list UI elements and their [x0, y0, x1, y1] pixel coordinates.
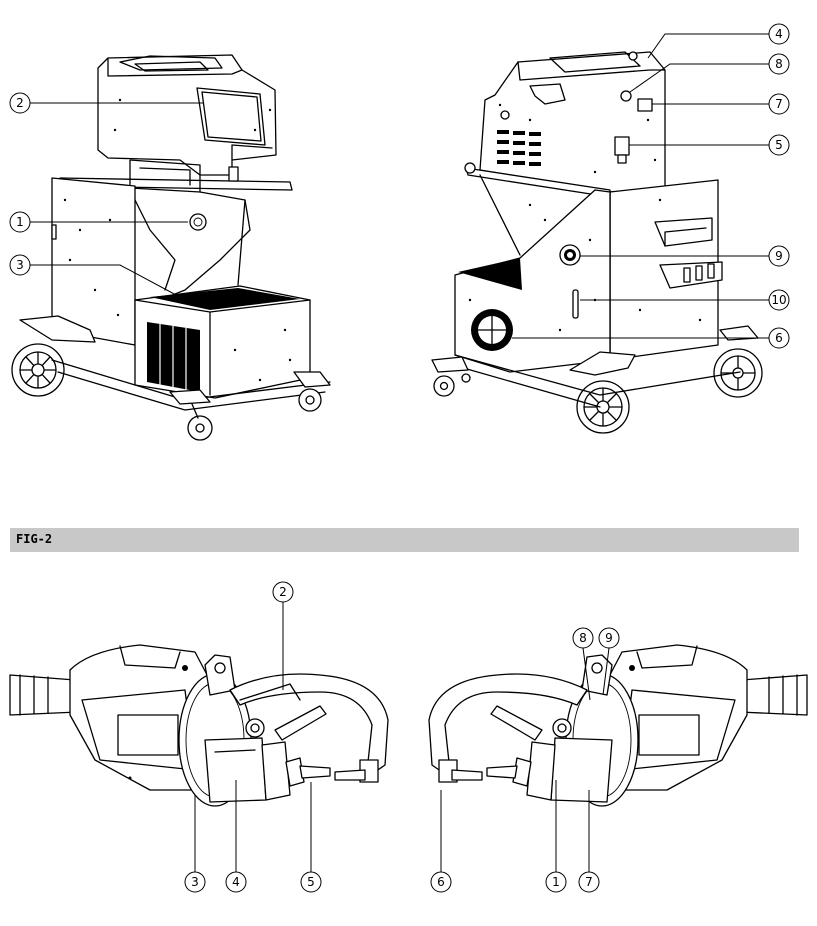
- figure-label: FIG-2: [16, 532, 53, 546]
- callout-gun-7: 7: [585, 875, 593, 889]
- callout-gun-9: 9: [605, 631, 613, 645]
- callout-5: 5: [775, 138, 783, 152]
- callout-1: 1: [16, 215, 24, 229]
- callout-gun-5: 5: [307, 875, 315, 889]
- callout-6: 6: [775, 331, 783, 345]
- welding-gun-left: [9, 644, 389, 807]
- welding-gun-right: [428, 644, 808, 807]
- callout-2: 2: [16, 96, 24, 110]
- callout-4: 4: [775, 27, 783, 41]
- callout-7: 7: [775, 97, 783, 111]
- callout-gun-1: 1: [552, 875, 560, 889]
- callout-9: 9: [775, 249, 783, 263]
- callout-gun-3: 3: [191, 875, 199, 889]
- callout-group-machine-rear: 4 8 7 5 9 10 6: [512, 23, 790, 349]
- callout-gun-6: 6: [437, 875, 445, 889]
- callout-gun-8: 8: [579, 631, 587, 645]
- callout-group-gun-right: 8 9 6 1 7: [430, 627, 620, 893]
- callout-3: 3: [16, 258, 24, 272]
- callout-10: 10: [771, 293, 786, 307]
- callout-gun-2: 2: [279, 585, 287, 599]
- callout-gun-4: 4: [232, 875, 240, 889]
- callout-group-gun-left: 2 3 4 5: [184, 581, 322, 893]
- machine-front-view: [11, 54, 331, 441]
- machine-rear-view: [431, 51, 763, 434]
- figure-label-bar: FIG-2: [10, 528, 799, 552]
- callout-group-machine-front: 2 1 3: [9, 92, 203, 297]
- callout-8: 8: [775, 57, 783, 71]
